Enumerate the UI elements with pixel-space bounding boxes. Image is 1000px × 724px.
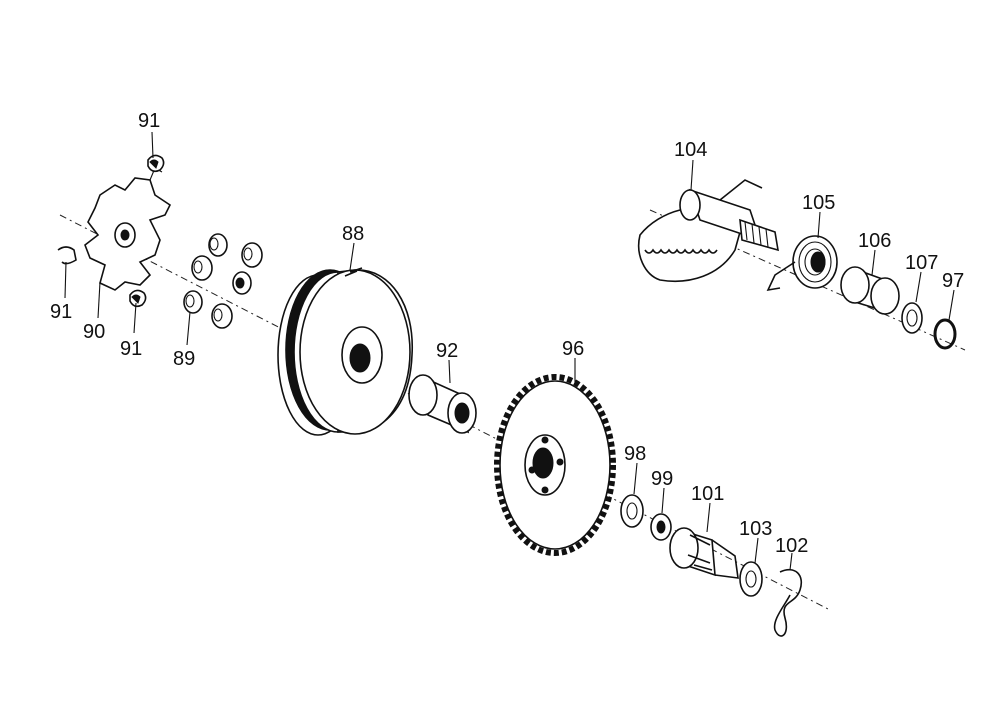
callout-102: 102: [775, 535, 808, 557]
callout-91-left: 91: [50, 301, 72, 323]
part-91-slider-top: [147, 154, 165, 173]
callout-101: 101: [691, 483, 724, 505]
part-89-rollers: [183, 233, 263, 329]
callout-103: 103: [739, 518, 772, 540]
part-104-kick-shaft: [638, 179, 779, 282]
part-88-variator-pulley: [277, 267, 413, 436]
callout-97: 97: [942, 270, 964, 292]
callout-90: 90: [83, 321, 105, 343]
callout-91-top: 91: [138, 110, 160, 132]
callout-106: 106: [858, 230, 891, 252]
callout-107: 107: [905, 252, 938, 274]
part-99-nut: [650, 513, 672, 541]
part-90-ramp-plate: [84, 167, 172, 291]
callout-99: 99: [651, 468, 673, 490]
part-102-clip: [773, 568, 802, 637]
callout-88: 88: [342, 223, 364, 245]
part-98-washer: [620, 494, 644, 528]
part-103-washer: [739, 561, 763, 597]
part-106-bushing: [840, 266, 900, 315]
callout-96: 96: [562, 338, 584, 360]
part-91-slider-bottom: [129, 289, 147, 308]
callout-98: 98: [624, 443, 646, 465]
part-92-sleeve: [408, 374, 477, 434]
leader-lines: [64, 131, 955, 571]
callout-91-bottom: 91: [120, 338, 142, 360]
part-105-spring: [766, 235, 838, 292]
callout-104: 104: [674, 139, 707, 161]
part-91-slider-left: [57, 246, 77, 265]
callout-92: 92: [436, 340, 458, 362]
part-97-circlip: [933, 318, 957, 350]
part-107-washer: [901, 302, 923, 334]
callout-89: 89: [173, 348, 195, 370]
part-101-pinion: [669, 527, 739, 579]
callout-105: 105: [802, 192, 835, 214]
part-96-driven-gear: [494, 374, 616, 556]
